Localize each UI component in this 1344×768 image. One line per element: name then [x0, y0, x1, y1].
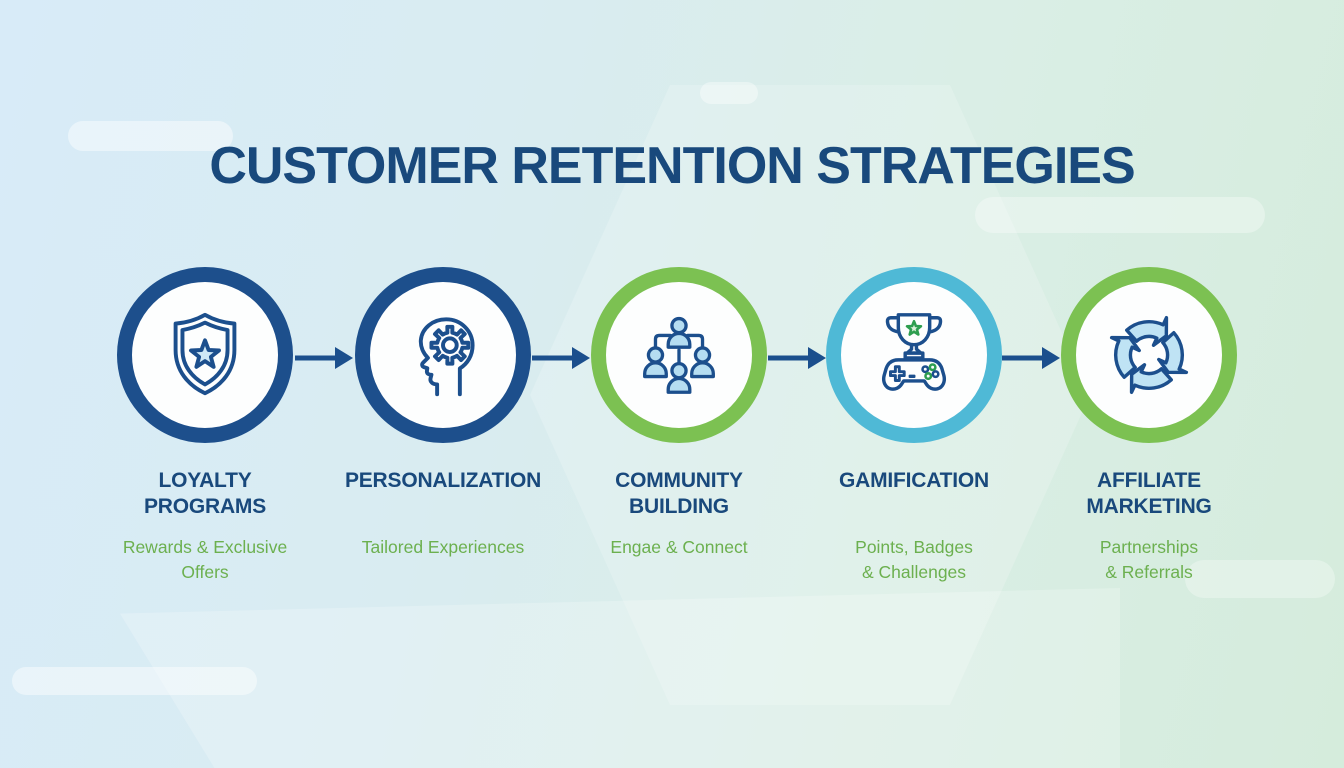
strategy-affiliate-marketing: AFFILIATE MARKETING Partnerships & Refer… — [1039, 267, 1259, 585]
strategy-community-building: COMMUNITY BUILDING Engae & Connect — [569, 267, 789, 560]
strategy-circle — [591, 267, 767, 443]
strategy-loyalty-programs: LOYALTY PROGRAMS Rewards & Exclusive Off… — [95, 267, 315, 585]
bg-pill-shape — [975, 197, 1265, 233]
cycle-arrows-icon — [1109, 315, 1189, 395]
flow-arrow-icon — [532, 347, 590, 369]
flow-arrow-icon — [1002, 347, 1060, 369]
people-network-icon — [643, 316, 715, 394]
shield-star-icon — [173, 312, 237, 396]
flow-arrow-icon — [295, 347, 353, 369]
strategy-gamification: GAMIFICATION Points, Badges & Challenges — [804, 267, 1024, 585]
strategy-circle — [355, 267, 531, 443]
bg-pill-shape — [68, 121, 233, 151]
strategy-subtitle: Points, Badges & Challenges — [855, 537, 973, 582]
strategy-circle — [117, 267, 293, 443]
strategy-circle — [826, 267, 1002, 443]
strategy-subtitle: Tailored Experiences — [361, 537, 525, 557]
strategy-title: PERSONALIZATION — [344, 469, 542, 492]
strategy-subtitle: Rewards & Exclusive Offers — [122, 537, 288, 582]
strategy-circle — [1061, 267, 1237, 443]
trophy-gamepad-icon — [882, 313, 946, 391]
flow-arrow-icon — [768, 347, 826, 369]
page-title: CUSTOMER RETENTION STRATEGIES — [209, 137, 1135, 195]
strategy-personalization: PERSONALIZATION Tailored Experiences — [333, 267, 553, 560]
head-gear-icon — [418, 317, 475, 397]
bg-pill-shape — [1185, 560, 1335, 598]
bg-diagonal-band — [120, 588, 1120, 768]
bg-pill-shape — [700, 82, 758, 104]
strategy-subtitle: Partnerships & Referrals — [1099, 537, 1199, 582]
strategy-title: COMMUNITY BUILDING — [615, 469, 743, 519]
bg-pill-shape — [12, 667, 257, 695]
strategy-title: GAMIFICATION — [838, 469, 990, 492]
strategy-subtitle: Engae & Connect — [610, 537, 748, 557]
strategy-title: LOYALTY PROGRAMS — [143, 469, 267, 519]
strategy-title: AFFILIATE MARKETING — [1086, 469, 1212, 519]
